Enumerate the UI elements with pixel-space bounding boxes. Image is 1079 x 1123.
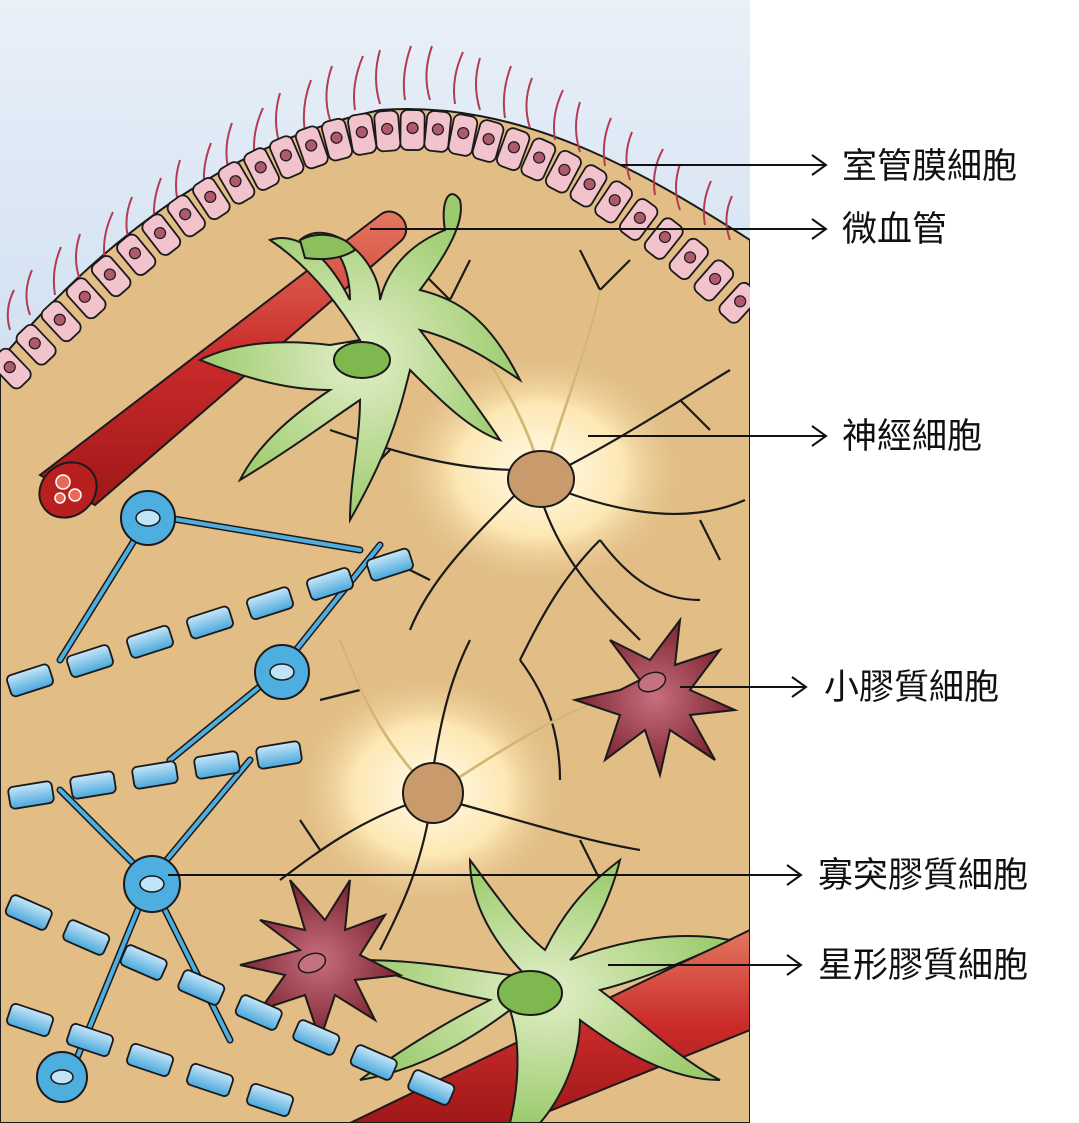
ependymal-cell bbox=[65, 277, 107, 320]
neuron-processes-highlight bbox=[338, 289, 602, 792]
ependymal-cell bbox=[569, 164, 608, 208]
ependymal-cell bbox=[192, 177, 231, 221]
label-astrocyte: 星形膠質細胞 bbox=[818, 946, 1029, 986]
ependymal-cell bbox=[496, 127, 531, 171]
neuron-nucleus-2 bbox=[402, 762, 464, 824]
label-ependymal-cell: 室管膜細胞 bbox=[842, 147, 1018, 187]
ependymal-cell bbox=[166, 194, 206, 238]
myelin-segment bbox=[177, 969, 226, 1006]
ependymal-cell bbox=[471, 119, 505, 163]
ependymal-cell bbox=[40, 300, 82, 343]
tissue-svg bbox=[0, 0, 750, 1123]
ependymal-cell bbox=[15, 323, 57, 366]
myelin-segment bbox=[186, 1063, 234, 1097]
myelin-segment bbox=[66, 1023, 114, 1057]
myelin-segment bbox=[119, 944, 168, 981]
myelin-segment bbox=[349, 1044, 398, 1081]
ependymal-cell bbox=[718, 281, 750, 324]
ependymal-cell bbox=[90, 255, 132, 298]
myelin-segment bbox=[126, 624, 174, 659]
ependymal-cell bbox=[294, 125, 329, 170]
myelin-segment bbox=[366, 547, 414, 582]
ependymal-cell bbox=[217, 161, 256, 205]
neural-tissue-illustration bbox=[0, 0, 750, 1123]
ependymal-cell bbox=[243, 147, 280, 191]
ependymal-cell bbox=[423, 110, 452, 153]
myelin-segment bbox=[126, 1043, 174, 1077]
myelin-segment bbox=[255, 740, 303, 770]
ependymal-cell bbox=[373, 109, 402, 153]
myelin-segments bbox=[4, 547, 456, 1117]
ependymal-cell bbox=[668, 237, 709, 281]
cilia bbox=[6, 45, 733, 331]
myelin-segment bbox=[246, 1083, 294, 1117]
ependymal-cell bbox=[116, 233, 157, 276]
ependymal-cell bbox=[520, 137, 557, 182]
oligodendrocyte-bodies bbox=[36, 490, 310, 1103]
myelin-segment bbox=[246, 586, 294, 621]
myelin-segment bbox=[6, 1003, 54, 1037]
ependymal-cell bbox=[269, 135, 305, 180]
myelin-segment bbox=[131, 760, 179, 790]
ependymal-cell bbox=[693, 259, 735, 302]
myelin-segment bbox=[7, 780, 55, 810]
label-microglia: 小膠質細胞 bbox=[824, 668, 1000, 708]
myelin-segment bbox=[292, 1019, 341, 1056]
ependymal-cell bbox=[545, 149, 582, 194]
ependymal-cell-layer bbox=[0, 109, 750, 390]
myelin-segment bbox=[234, 994, 283, 1031]
myelin-segment bbox=[62, 919, 111, 956]
ependymal-cell bbox=[320, 117, 354, 162]
ependymal-cell bbox=[594, 180, 633, 224]
ependymal-cell bbox=[447, 113, 479, 157]
neuron-nucleus-1 bbox=[507, 450, 575, 508]
label-neuron: 神經細胞 bbox=[842, 417, 983, 457]
astrocyte-upper bbox=[197, 193, 523, 524]
myelin-segment bbox=[6, 663, 54, 698]
myelin-segment bbox=[407, 1069, 456, 1106]
ependymal-cell bbox=[141, 213, 182, 256]
label-oligodendrocyte: 寡突膠質細胞 bbox=[818, 856, 1029, 896]
myelin-segment bbox=[306, 567, 354, 601]
ependymal-cell bbox=[347, 112, 378, 156]
myelin-segment bbox=[4, 894, 53, 931]
myelin-segment bbox=[186, 605, 234, 640]
myelin-segment bbox=[69, 770, 117, 800]
myelin-segment bbox=[66, 644, 114, 678]
astrocyte-lower bbox=[359, 856, 734, 1123]
label-capillary: 微血管 bbox=[842, 210, 948, 250]
myelin-segment bbox=[193, 750, 241, 780]
ependymal-cell bbox=[399, 109, 426, 151]
ependymal-cell bbox=[0, 347, 32, 390]
microglia-right bbox=[571, 616, 739, 779]
